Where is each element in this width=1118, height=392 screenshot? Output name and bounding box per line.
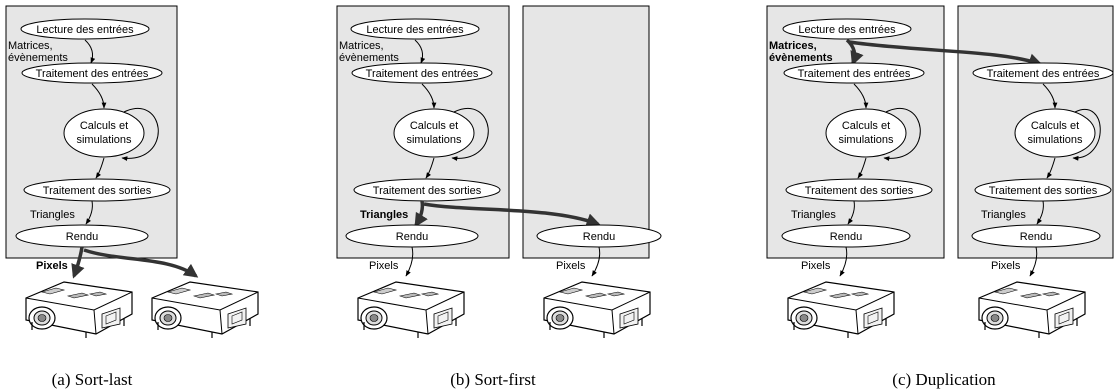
ellipse-output-proc — [23, 178, 171, 202]
node-input-read-label: Lecture des entrées — [798, 24, 896, 36]
ellipse-calc — [825, 108, 907, 158]
node-calc-label-1: Calculs et — [842, 120, 890, 132]
ellipse-calc — [63, 108, 145, 158]
label-evenements-bold: évènements — [769, 52, 833, 64]
ellipse-calc — [393, 108, 475, 158]
ellipse-input-proc-2 — [972, 62, 1114, 84]
node-calc-label-1: Calculs et — [80, 120, 128, 132]
node-render-2-label: Rendu — [1020, 231, 1052, 243]
node-calc-label-2: simulations — [406, 134, 462, 146]
projector-icon-a2 — [151, 281, 259, 339]
ellipse-output-proc — [353, 178, 501, 202]
label-triangles: Triangles — [30, 209, 75, 221]
ellipse-input-read — [350, 18, 480, 40]
node-calc-label-2: simulations — [838, 134, 894, 146]
node-calc-2-label-2: simulations — [1027, 134, 1083, 146]
ellipse-input-proc — [351, 62, 493, 84]
node-input-proc-2-label: Traitement des entrées — [987, 68, 1100, 80]
label-triangles-bold: Triangles — [360, 209, 408, 221]
projector-icon-c2 — [978, 281, 1086, 339]
diagram-c-duplication: Lecture des entrées Matrices, évènements… — [766, 5, 1114, 389]
label-matrices: Matrices, — [8, 40, 53, 52]
label-pixels-2: Pixels — [991, 260, 1021, 272]
node-output-proc-label: Traitement des sorties — [373, 185, 482, 197]
projector-icon-b1 — [357, 281, 465, 339]
diagram-b-sort-first: Lecture des entrées Matrices, évènements… — [336, 5, 662, 389]
projector-icon-a1 — [25, 281, 133, 339]
label-triangles: Triangles — [791, 209, 836, 221]
node-output-proc-label: Traitement des sorties — [805, 185, 914, 197]
ellipse-calc-2 — [1014, 108, 1096, 158]
caption-a: (a) Sort-last — [52, 370, 133, 389]
node-render-label: Rendu — [66, 231, 98, 243]
ellipse-output-proc — [785, 178, 933, 202]
node-input-proc-label: Traitement des entrées — [798, 68, 911, 80]
label-matrices-bold: Matrices, — [769, 40, 817, 52]
node-calc-label-2: simulations — [76, 134, 132, 146]
node-calc-label-1: Calculs et — [410, 120, 458, 132]
label-triangles-2: Triangles — [981, 209, 1026, 221]
node-render-label: Rendu — [396, 231, 428, 243]
node-input-proc-label: Traitement des entrées — [366, 68, 479, 80]
node-output-proc-2-label: Traitement des sorties — [989, 185, 1098, 197]
node-calc-2-label-1: Calculs et — [1031, 120, 1079, 132]
label-matrices: Matrices, — [339, 40, 384, 52]
node-input-read-label: Lecture des entrées — [36, 24, 134, 36]
node-input-proc-label: Traitement des entrées — [36, 68, 149, 80]
label-evenements: évènements — [339, 52, 399, 64]
caption-c: (c) Duplication — [892, 370, 996, 389]
projector-icon-b2 — [543, 281, 651, 339]
node-input-read-label: Lecture des entrées — [366, 24, 464, 36]
label-pixels-2: Pixels — [556, 260, 586, 272]
label-pixels: Pixels — [369, 260, 399, 272]
projector-icon-c1 — [787, 281, 895, 339]
label-pixels-bold: Pixels — [36, 260, 68, 272]
ellipse-input-read — [20, 18, 150, 40]
node-output-proc-label: Traitement des sorties — [43, 185, 152, 197]
diagram-a-sort-last: Lecture des entrées Matrices, évènements… — [5, 5, 259, 389]
node-render-2-label: Rendu — [583, 231, 615, 243]
label-pixels: Pixels — [801, 260, 831, 272]
node-render-label: Rendu — [830, 231, 862, 243]
caption-b: (b) Sort-first — [450, 370, 536, 389]
ellipse-input-proc — [783, 62, 925, 84]
ellipse-input-read — [782, 18, 912, 40]
ellipse-input-proc — [21, 62, 163, 84]
label-evenements: évènements — [8, 52, 68, 64]
